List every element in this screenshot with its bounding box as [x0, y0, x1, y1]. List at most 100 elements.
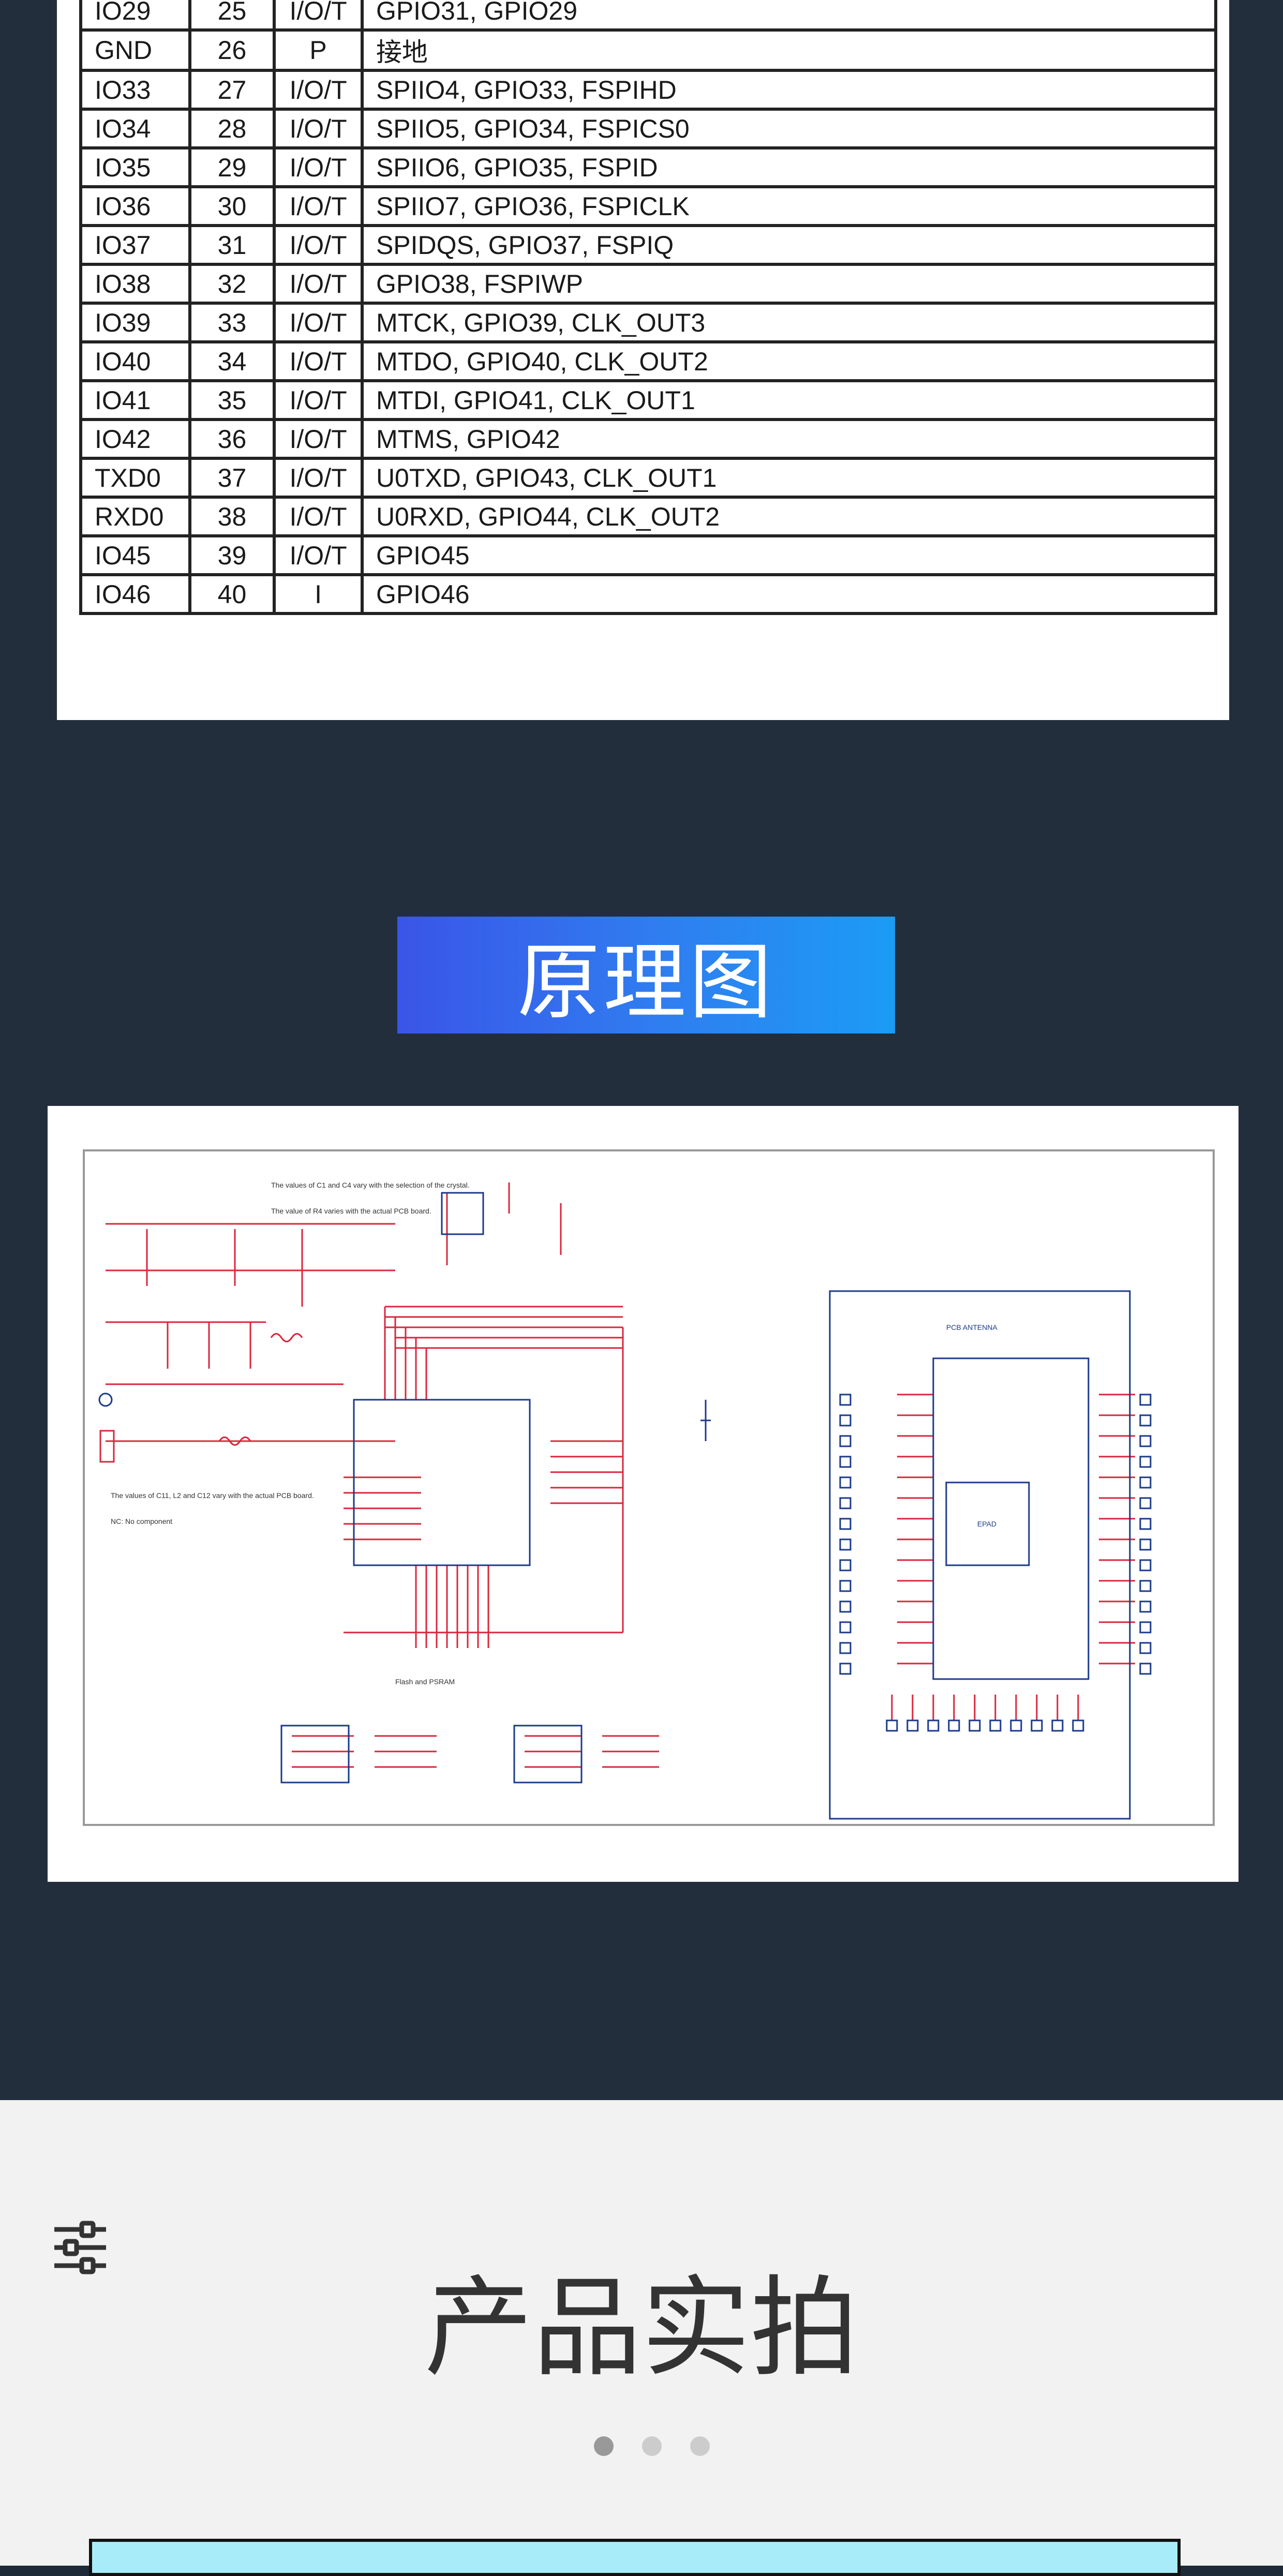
carousel-dot-2[interactable] [642, 2436, 662, 2456]
pin-type: P [273, 28, 364, 72]
pin-name: IO33 [79, 69, 191, 111]
pin-number: 39 [188, 534, 276, 576]
antenna-label: PCB ANTENNA [946, 1323, 997, 1331]
pin-number: 31 [188, 224, 276, 266]
pin-function: SPIDQS, GPIO37, FSPIQ [360, 224, 1218, 266]
pin-type: I/O/T [273, 146, 364, 188]
pin-type: I/O/T [273, 0, 364, 32]
crystal-note: The values of C1 and C4 vary with the se… [271, 1181, 470, 1189]
pin-name: TXD0 [79, 457, 191, 499]
carousel-dot-3[interactable] [690, 2436, 710, 2456]
pin-type: I/O/T [273, 418, 364, 460]
pin-number: 29 [188, 146, 276, 188]
pin-function: GPIO46 [360, 573, 1218, 615]
carousel-indicator [594, 2436, 710, 2456]
product-photo-preview [89, 2539, 1181, 2576]
pin-number: 25 [188, 0, 276, 32]
pin-function: MTDI, GPIO41, CLK_OUT1 [360, 379, 1218, 421]
pin-function: SPIIO7, GPIO36, FSPICLK [360, 185, 1218, 227]
pin-type: I/O/T [273, 224, 364, 266]
nc-note: NC: No component [111, 1517, 172, 1525]
pin-type: I/O/T [273, 496, 364, 537]
pin-type: I/O/T [273, 108, 364, 149]
pin-number: 33 [188, 302, 276, 343]
schematic-section-banner: 原理图 [397, 917, 895, 1034]
pin-number: 30 [188, 185, 276, 227]
pin-name: RXD0 [79, 496, 191, 537]
pin-function: GPIO38, FSPIWP [360, 263, 1218, 305]
pin-number: 37 [188, 457, 276, 499]
pin-number: 27 [188, 69, 276, 111]
pin-name: IO37 [79, 224, 191, 266]
pin-name: IO34 [79, 108, 191, 149]
pin-name: GND [79, 28, 191, 72]
pin-type: I/O/T [273, 69, 364, 111]
schematic-frame: The values of C1 and C4 vary with the se… [83, 1149, 1215, 1826]
pin-number: 32 [188, 263, 276, 305]
pin-number: 40 [188, 573, 276, 615]
pin-name: IO40 [79, 340, 191, 382]
pin-name: IO38 [79, 263, 191, 305]
pin-name: IO46 [79, 573, 191, 615]
pin-function: GPIO31, GPIO29 [360, 0, 1218, 32]
pin-function: MTDO, GPIO40, CLK_OUT2 [360, 340, 1218, 382]
pin-name: IO39 [79, 302, 191, 343]
pin-type: I/O/T [273, 340, 364, 382]
product-section-title: 产品实拍 [424, 2265, 859, 2391]
pin-name: IO41 [79, 379, 191, 421]
schematic-section-title: 原理图 [517, 934, 775, 1030]
pin-type: I/O/T [273, 302, 364, 343]
pin-number: 34 [188, 340, 276, 382]
pin-name: IO36 [79, 185, 191, 227]
pin-type: I/O/T [273, 457, 364, 499]
pin-table: IO29 25 I/O/T GPIO31, GPIO29 GND 26 P 接地… [79, 0, 1218, 615]
rf-note: The values of C11, L2 and C12 vary with … [111, 1491, 314, 1500]
pin-type: I/O/T [273, 379, 364, 421]
pin-row-gnd: GND 26 P 接地 [79, 28, 1218, 72]
carousel-dot-1[interactable] [594, 2436, 614, 2456]
pin-number: 26 [188, 28, 276, 72]
pin-type: I/O/T [273, 263, 364, 305]
pin-function: SPIIO4, GPIO33, FSPIHD [360, 69, 1218, 111]
pin-name: IO42 [79, 418, 191, 460]
product-section [0, 2100, 1283, 2566]
pin-table-card: IO29 25 I/O/T GPIO31, GPIO29 GND 26 P 接地… [57, 0, 1229, 720]
pin-function: U0TXD, GPIO43, CLK_OUT1 [360, 457, 1218, 499]
pin-name: IO35 [79, 146, 191, 188]
pin-type: I/O/T [273, 534, 364, 576]
sliders-filter-icon[interactable] [52, 2219, 109, 2276]
pin-row-partial: IO29 25 I/O/T GPIO31, GPIO29 [79, 0, 1218, 32]
r4-note: The value of R4 varies with the actual P… [271, 1207, 431, 1215]
pin-name: IO29 [79, 0, 191, 32]
pin-type: I/O/T [273, 185, 364, 227]
epad-label: EPAD [977, 1520, 996, 1528]
schematic-drawing: The values of C1 and C4 vary with the se… [98, 1181, 1152, 1820]
pin-function: SPIIO5, GPIO34, FSPICS0 [360, 108, 1218, 149]
pin-number: 28 [188, 108, 276, 149]
pin-function: GPIO45 [360, 534, 1218, 576]
schematic-card: The values of C1 and C4 vary with the se… [48, 1106, 1239, 1882]
flash-label: Flash and PSRAM [395, 1678, 455, 1686]
pin-name: IO45 [79, 534, 191, 576]
pin-number: 35 [188, 379, 276, 421]
pin-number: 38 [188, 496, 276, 537]
pin-function: SPIIO6, GPIO35, FSPID [360, 146, 1218, 188]
pin-function: U0RXD, GPIO44, CLK_OUT2 [360, 496, 1218, 537]
pin-function: MTCK, GPIO39, CLK_OUT3 [360, 302, 1218, 343]
pin-type: I [273, 573, 364, 615]
pin-function: MTMS, GPIO42 [360, 418, 1218, 460]
